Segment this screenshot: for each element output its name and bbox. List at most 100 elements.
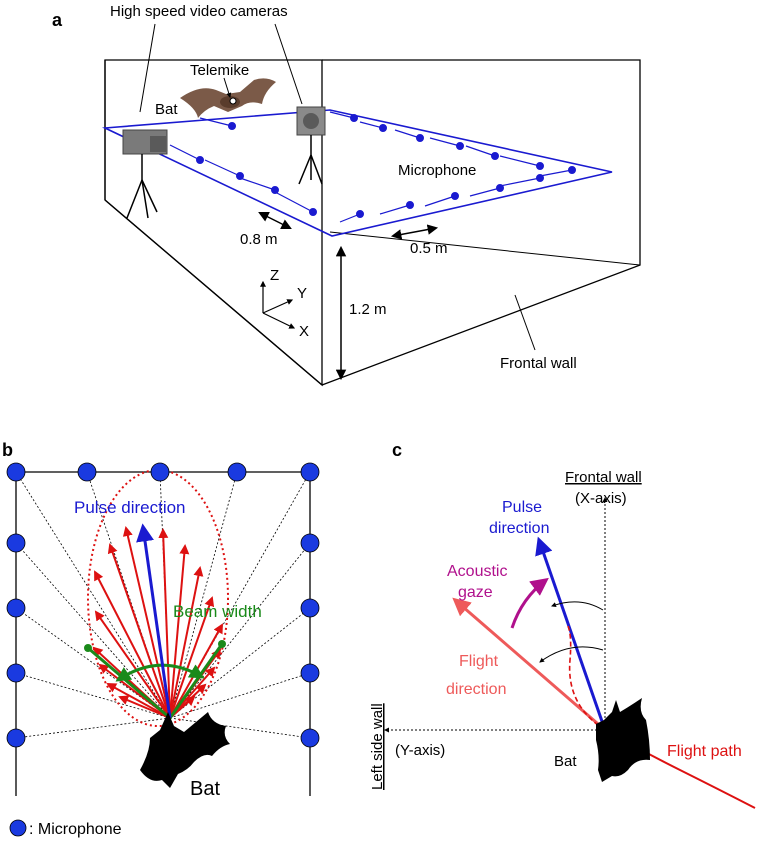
acoustic-gaze-arc: [510, 577, 549, 629]
mic-dot: [309, 208, 317, 216]
beam-edge-left: [87, 646, 171, 720]
axis-z-label: Z: [270, 267, 279, 284]
mic-dot: [416, 134, 424, 142]
microphone-dot: [6, 663, 26, 683]
mic-stub: [499, 155, 541, 167]
flight-direction-label-line2: direction: [446, 681, 506, 698]
pulse-ray: [122, 526, 171, 719]
dotted-mic-lines: [15, 471, 311, 739]
dotted-link: [86, 471, 171, 719]
mic-stub: [465, 145, 496, 157]
beam-width-label: Beam width: [173, 602, 262, 621]
mic-stub: [204, 159, 241, 177]
microphone-array-frame: [101, 109, 613, 237]
pulse-direction-arrow-b: [136, 523, 172, 719]
legend-microphone-label: : Microphone: [29, 821, 122, 838]
dotted-link: [15, 607, 171, 719]
microphone-dot: [6, 462, 26, 482]
dotted-link: [15, 542, 171, 719]
dotted-link: [169, 607, 311, 719]
mic-dot: [356, 210, 364, 218]
mic-dot: [228, 122, 236, 130]
microphone-dot: [77, 462, 97, 482]
microphone-dot: [6, 728, 26, 748]
pulse-ray: [169, 566, 204, 719]
pulse-ray: [106, 683, 171, 719]
angle-arc-lower: [539, 646, 604, 663]
microphone-dot: [300, 663, 320, 683]
acoustic-gaze-label-line1: Acoustic: [447, 563, 507, 580]
mic-dot: [451, 192, 459, 200]
dotted-link: [15, 717, 171, 739]
mic-dot: [536, 162, 544, 170]
left-side-wall-label: Left side wall: [369, 703, 386, 790]
pulse-ray: [169, 544, 190, 719]
y-axis-label: (Y-axis): [395, 742, 445, 759]
bat-label-b: Bat: [190, 778, 220, 800]
pulse-label-line1: Pulse: [502, 499, 542, 516]
mic-stub: [429, 137, 461, 147]
panel-c-letter: c: [392, 440, 402, 460]
spacing-05-label: 0.5 m: [410, 240, 448, 257]
microphone-dot: [6, 533, 26, 553]
mic-dot: [491, 152, 499, 160]
pulse-direction-arrow-c: [535, 536, 607, 731]
mic-stub: [169, 144, 201, 161]
mic-stub: [539, 169, 573, 177]
mic-stub: [424, 195, 456, 207]
mic-stub: [239, 177, 276, 191]
panel-b-letter: b: [2, 440, 13, 460]
mic-dot: [350, 114, 358, 122]
acoustic-gaze-label-line2: gaze: [458, 584, 493, 601]
mic-stub: [499, 177, 541, 187]
microphone-dot: [6, 598, 26, 618]
bat-silhouette-b: [140, 712, 230, 788]
telemike-label: Telemike: [190, 62, 249, 79]
microphone-array: [169, 111, 576, 223]
microphone-dot: [300, 598, 320, 618]
pulse-ray: [94, 570, 171, 719]
mic-stub: [379, 204, 411, 215]
dotted-link: [169, 471, 238, 719]
microphone-dot: [300, 728, 320, 748]
mic-dot: [406, 201, 414, 209]
frontal-wall-label-c: Frontal wall: [565, 469, 642, 486]
panel-a-letter: a: [52, 10, 63, 30]
camera-right: [296, 106, 326, 185]
spacing-08-arrow: [258, 212, 292, 229]
beam-edge-right-dot: [218, 640, 226, 648]
pulse-ray: [107, 543, 171, 719]
panel-a: a: [52, 3, 641, 387]
microphone-dot: [150, 462, 170, 482]
mic-dot: [456, 142, 464, 150]
pulse-ray: [158, 528, 171, 719]
mic-stub: [329, 111, 355, 119]
legend-microphone-icon: [9, 819, 27, 837]
flight-direction-label-line1: Flight: [459, 653, 499, 670]
mic-dot: [568, 166, 576, 174]
bat-label-c: Bat: [554, 753, 577, 770]
beam-edge-left-dot: [84, 644, 92, 652]
coordinate-axes: [260, 280, 296, 329]
leader-lines: [139, 23, 536, 351]
panel-c: c Frontal wall (X-axis) (Y-axis) Left si…: [369, 440, 756, 809]
mic-dot: [271, 186, 279, 194]
pulse-ray: [118, 695, 171, 719]
microphone-dot: [300, 533, 320, 553]
bat-photo: [180, 78, 276, 118]
cameras-label: High speed video cameras: [110, 3, 288, 20]
mic-dot: [379, 124, 387, 132]
camera-left-lens: [150, 136, 166, 152]
dotted-link: [15, 672, 171, 719]
height-label: 1.2 m: [349, 301, 387, 318]
angle-arc-upper: [551, 601, 604, 611]
microphones-b: [6, 462, 320, 748]
beam-width-arc: [115, 663, 205, 682]
dotted-link: [169, 542, 311, 719]
spacing-08-label: 0.8 m: [240, 231, 278, 248]
pulse-label-line2: direction: [489, 520, 549, 537]
mic-stub: [469, 187, 501, 197]
microphone-dot: [227, 462, 247, 482]
mic-stub: [274, 191, 314, 213]
